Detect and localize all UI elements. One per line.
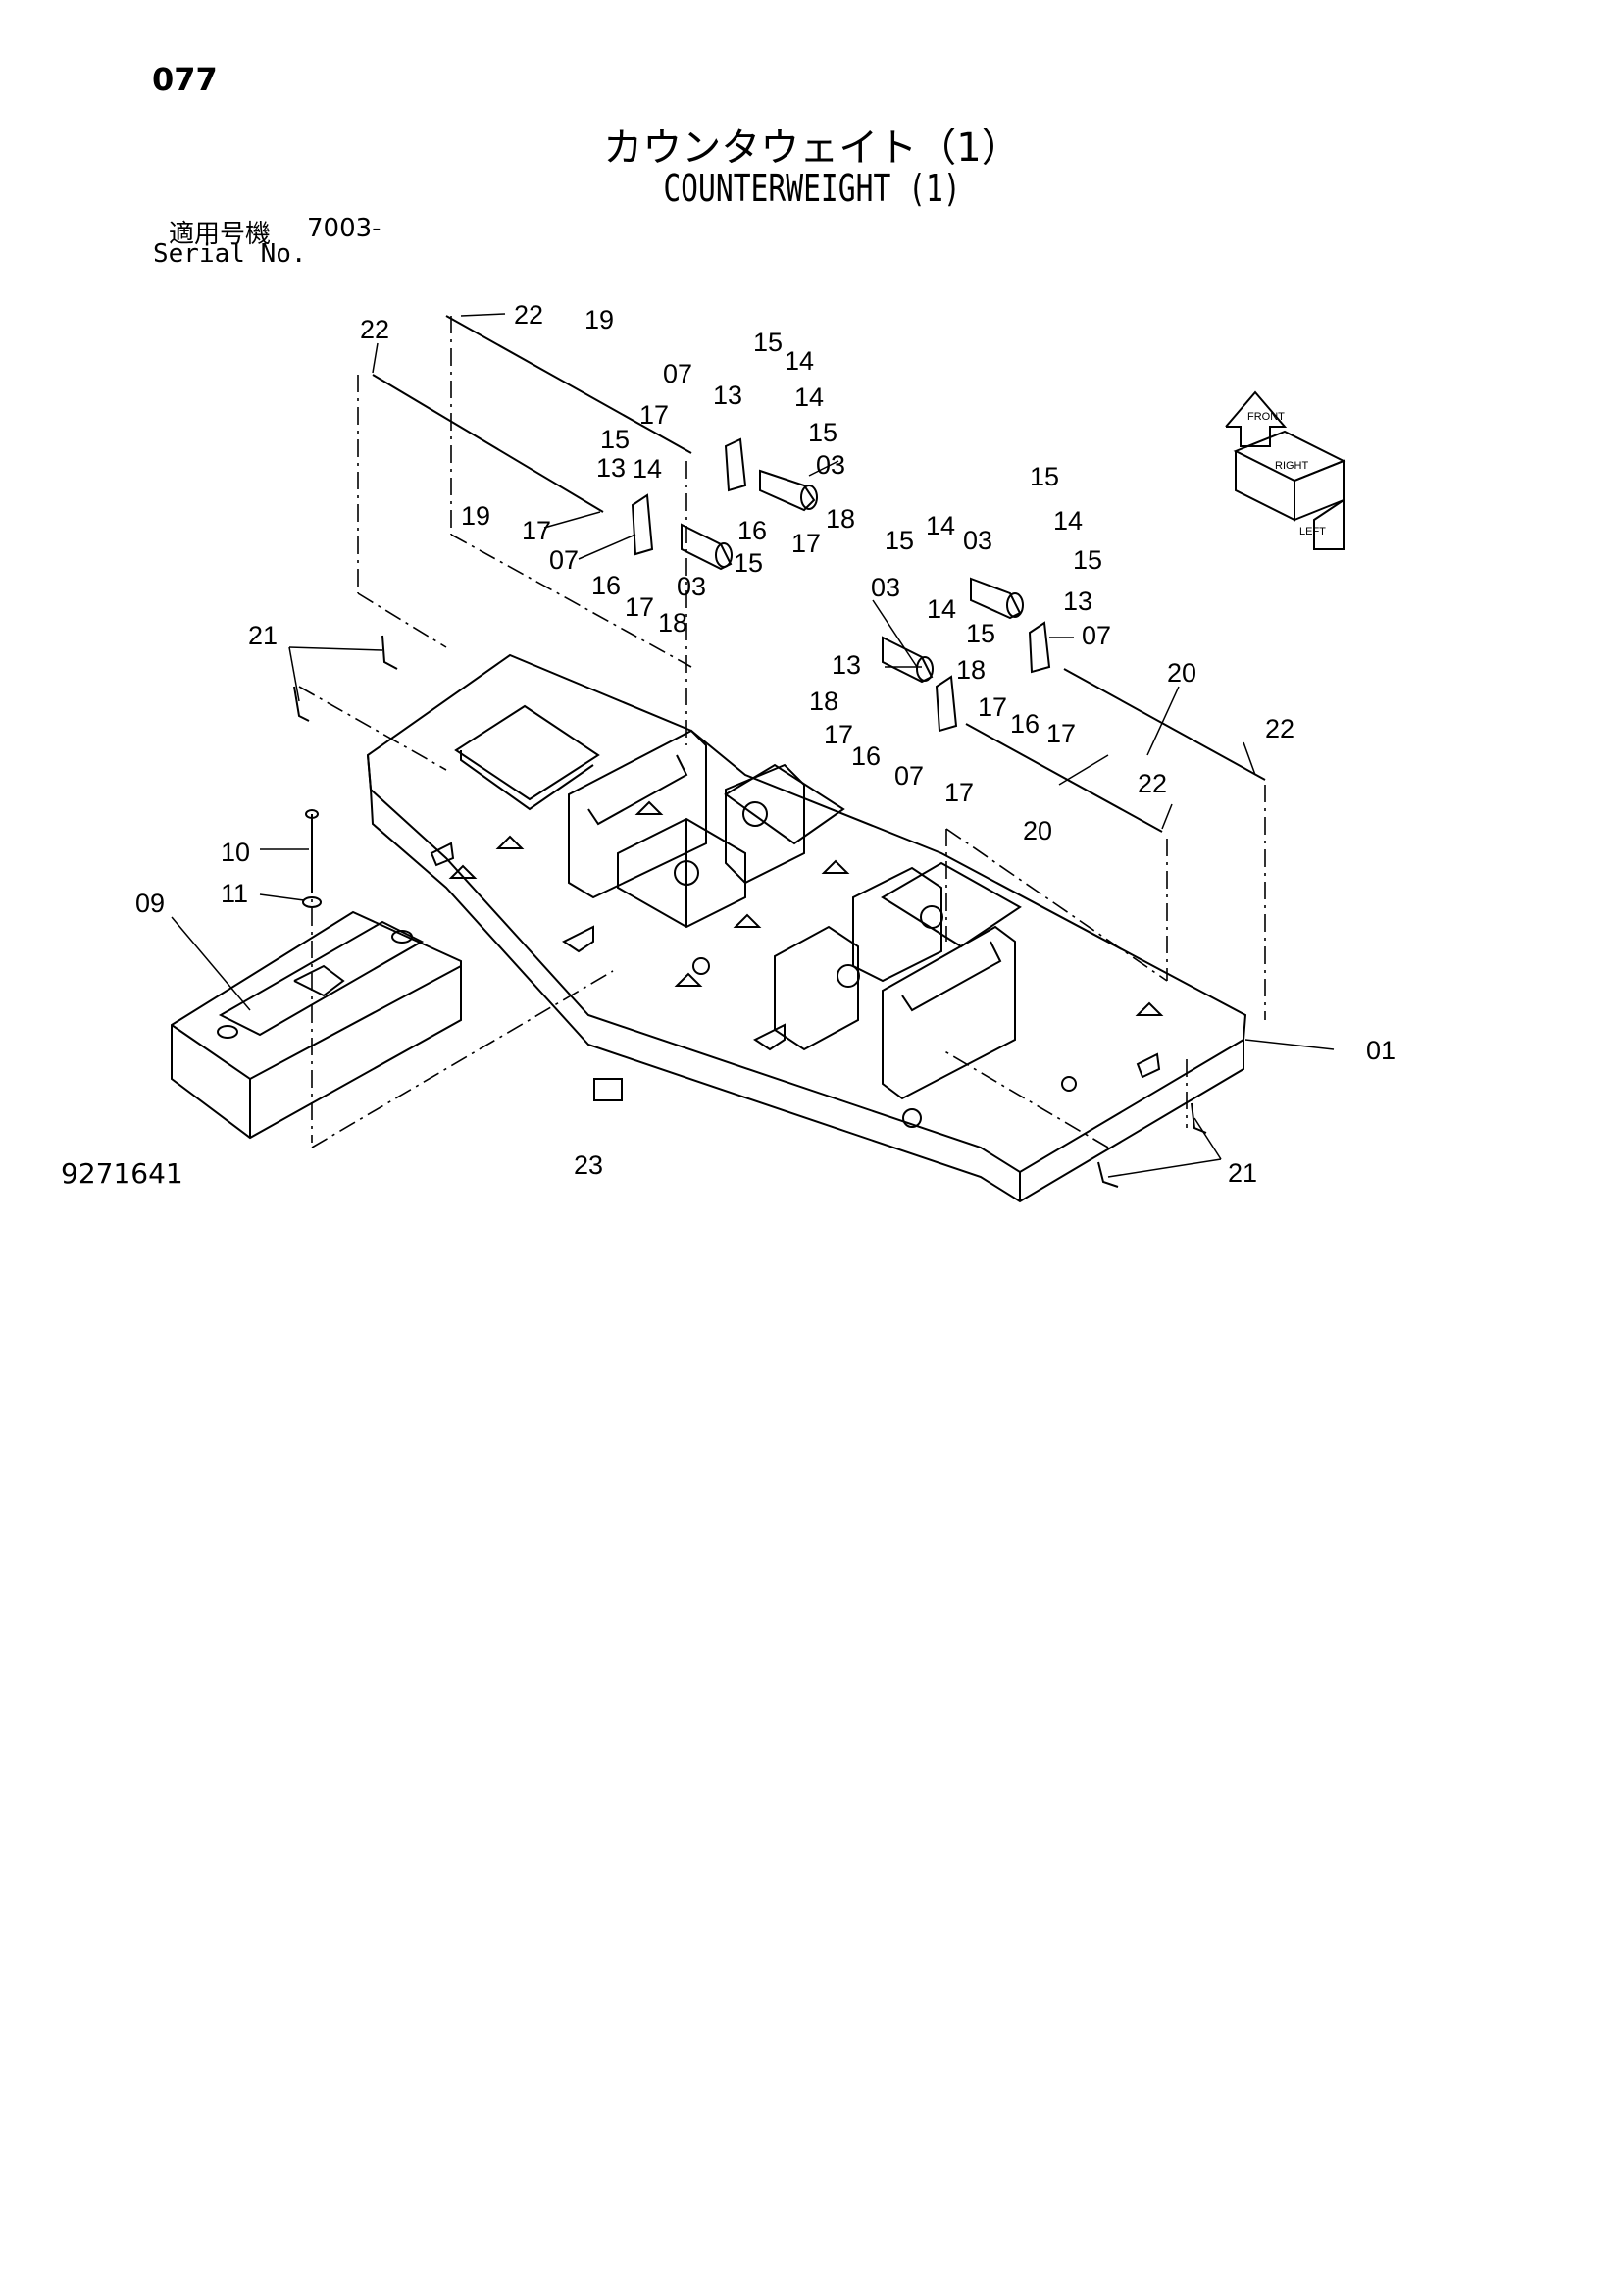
page-number: 077 xyxy=(152,61,218,98)
callout-09: 09 xyxy=(135,889,165,918)
callout-11: 11 xyxy=(221,879,248,908)
callout-22: 22 xyxy=(1265,714,1294,743)
decal-label xyxy=(593,1078,623,1101)
link-plates xyxy=(631,437,1051,733)
callout-23: 23 xyxy=(574,1150,603,1180)
callout-22: 22 xyxy=(360,315,389,344)
callout-17: 17 xyxy=(978,692,1007,722)
callout-16: 16 xyxy=(737,516,767,545)
drawing-number: 9271641 xyxy=(61,1157,183,1190)
callout-14: 14 xyxy=(926,511,955,540)
callout-20: 20 xyxy=(1023,816,1052,845)
callout-10: 10 xyxy=(221,838,250,867)
callout-18: 18 xyxy=(809,687,838,716)
rods xyxy=(372,315,1266,833)
callout-19: 19 xyxy=(584,305,614,334)
leader-lines xyxy=(171,313,1335,1178)
callout-03: 03 xyxy=(871,573,900,602)
callout-17: 17 xyxy=(791,529,821,558)
pin-parts xyxy=(681,469,1024,684)
callout-07: 07 xyxy=(894,761,924,791)
callout-13: 13 xyxy=(713,381,742,410)
callout-21: 21 xyxy=(1228,1158,1257,1188)
callout-17: 17 xyxy=(625,592,654,622)
serial-label-english: Serial No. xyxy=(153,239,307,269)
callout-22: 22 xyxy=(1138,769,1167,798)
callout-07: 07 xyxy=(663,359,692,388)
callout-17: 17 xyxy=(824,720,853,749)
callout-16: 16 xyxy=(851,741,881,771)
counterweight-body xyxy=(366,653,1247,1203)
callout-18: 18 xyxy=(956,655,986,685)
callout-16: 16 xyxy=(1010,709,1040,739)
callout-14: 14 xyxy=(633,454,662,484)
callout-07: 07 xyxy=(549,545,579,575)
callout-15: 15 xyxy=(966,619,995,648)
callout-15: 15 xyxy=(753,328,783,357)
callout-03: 03 xyxy=(677,572,706,601)
callout-01: 01 xyxy=(1366,1036,1396,1065)
page-title-japanese: カウンタウェイト（1） xyxy=(603,126,1021,171)
orientation-icon xyxy=(1225,390,1346,550)
serial-value: 7003- xyxy=(307,214,381,243)
callout-18: 18 xyxy=(826,504,855,534)
callout-15: 15 xyxy=(808,418,837,447)
bolt-and-washer xyxy=(302,809,322,908)
callout-21: 21 xyxy=(248,621,278,650)
callout-15: 15 xyxy=(1073,545,1102,575)
assembly-lines xyxy=(298,316,1266,1148)
callout-15: 15 xyxy=(734,548,763,578)
orientation-label-left: LEFT xyxy=(1299,526,1326,537)
callout-labels: 01 03 03 03 03 07 07 07 07 09 10 11 13 1… xyxy=(135,300,1396,1188)
callout-17: 17 xyxy=(944,778,974,807)
callout-14: 14 xyxy=(927,594,956,624)
serial-label-japanese: 適用号機 xyxy=(169,220,272,249)
callout-03: 03 xyxy=(963,526,992,555)
callout-14: 14 xyxy=(785,346,814,376)
callout-03: 03 xyxy=(816,450,845,480)
callout-13: 13 xyxy=(832,650,861,680)
callout-17: 17 xyxy=(639,400,669,430)
callout-15: 15 xyxy=(885,526,914,555)
callout-15: 15 xyxy=(600,425,630,454)
callout-19: 19 xyxy=(461,501,490,531)
orientation-label-right: RIGHT xyxy=(1275,460,1309,472)
callout-14: 14 xyxy=(794,383,824,412)
callout-13: 13 xyxy=(1063,587,1092,616)
counterweight-slab xyxy=(171,910,462,1140)
callout-07: 07 xyxy=(1082,621,1111,650)
callout-17: 17 xyxy=(1046,719,1076,748)
callout-22: 22 xyxy=(514,300,543,330)
callout-20: 20 xyxy=(1167,658,1196,688)
callout-15: 15 xyxy=(1030,462,1059,491)
orientation-label-front: FRONT xyxy=(1247,411,1285,423)
callout-17: 17 xyxy=(522,516,551,545)
orientation-icon-labels: FRONT RIGHT LEFT xyxy=(1247,411,1326,537)
page-title-english: COUNTERWEIGHT (1) xyxy=(663,167,961,210)
callout-18: 18 xyxy=(658,608,687,638)
callout-14: 14 xyxy=(1053,506,1083,536)
callout-16: 16 xyxy=(591,571,621,600)
callout-13: 13 xyxy=(596,453,626,483)
